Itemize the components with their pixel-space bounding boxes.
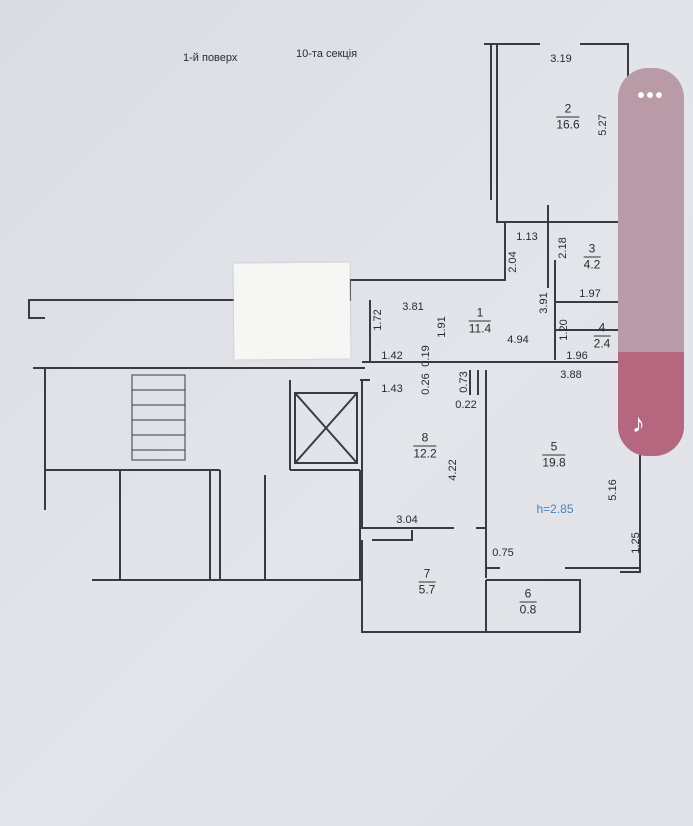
dimension: 1.43 xyxy=(381,383,403,395)
dimension: 1.91 xyxy=(436,316,448,338)
dimension: 5.27 xyxy=(597,114,609,136)
dimension: 2.18 xyxy=(557,237,569,259)
dimension: 1.20 xyxy=(558,319,570,341)
dimension: 0.75 xyxy=(492,547,514,559)
dimension: 1.72 xyxy=(372,309,384,331)
more-icon[interactable]: ••• xyxy=(637,85,665,107)
room-number: 2 xyxy=(556,102,580,118)
dimension: 3.81 xyxy=(402,301,424,313)
dimension: 4.94 xyxy=(507,334,529,346)
room-area: 11.4 xyxy=(468,321,492,336)
dimension: 3.88 xyxy=(560,369,582,381)
room-area: 5.7 xyxy=(418,582,436,597)
floor-label: 1-й поверх xyxy=(183,52,238,64)
dimension: 5.16 xyxy=(607,479,619,501)
room-area: 19.8 xyxy=(542,455,566,470)
room-number: 8 xyxy=(413,431,437,447)
dimension: 1.25 xyxy=(630,532,642,554)
room-number: 6 xyxy=(519,587,537,603)
dimension: 4.22 xyxy=(447,459,459,481)
music-note-icon[interactable]: ♪ xyxy=(632,408,645,438)
dimension: 3.91 xyxy=(538,292,550,314)
dimension: 1.42 xyxy=(381,350,403,362)
dimension: 2.04 xyxy=(507,251,519,273)
room-area: 12.2 xyxy=(413,446,437,461)
dimension: 0.26 xyxy=(420,373,432,395)
dimension: 0.19 xyxy=(420,345,432,367)
room-area: 4.2 xyxy=(583,257,601,272)
room-number: 1 xyxy=(468,306,492,322)
paper-sticker xyxy=(233,262,351,360)
dimension: 1.97 xyxy=(579,288,601,300)
room-area: 16.6 xyxy=(556,117,580,132)
dimension: 0.22 xyxy=(455,399,477,411)
room-area: 2.4 xyxy=(593,336,611,351)
dimension: 1.13 xyxy=(516,231,538,243)
floating-side-panel[interactable]: ••• ♪ xyxy=(618,68,684,456)
room-number: 7 xyxy=(418,567,436,583)
room-number: 5 xyxy=(542,440,566,456)
room-number: 4 xyxy=(593,321,611,337)
dimension: 0.73 xyxy=(458,371,470,393)
room-number: 3 xyxy=(583,242,601,258)
ceiling-height: h=2.85 xyxy=(536,502,574,516)
dimension: 3.04 xyxy=(396,514,418,526)
room-area: 0.8 xyxy=(519,602,537,617)
section-label: 10-та секція xyxy=(296,48,358,60)
dimension: 3.19 xyxy=(550,53,572,65)
panel-bottom xyxy=(618,352,684,456)
dimension: 1.96 xyxy=(566,350,588,362)
